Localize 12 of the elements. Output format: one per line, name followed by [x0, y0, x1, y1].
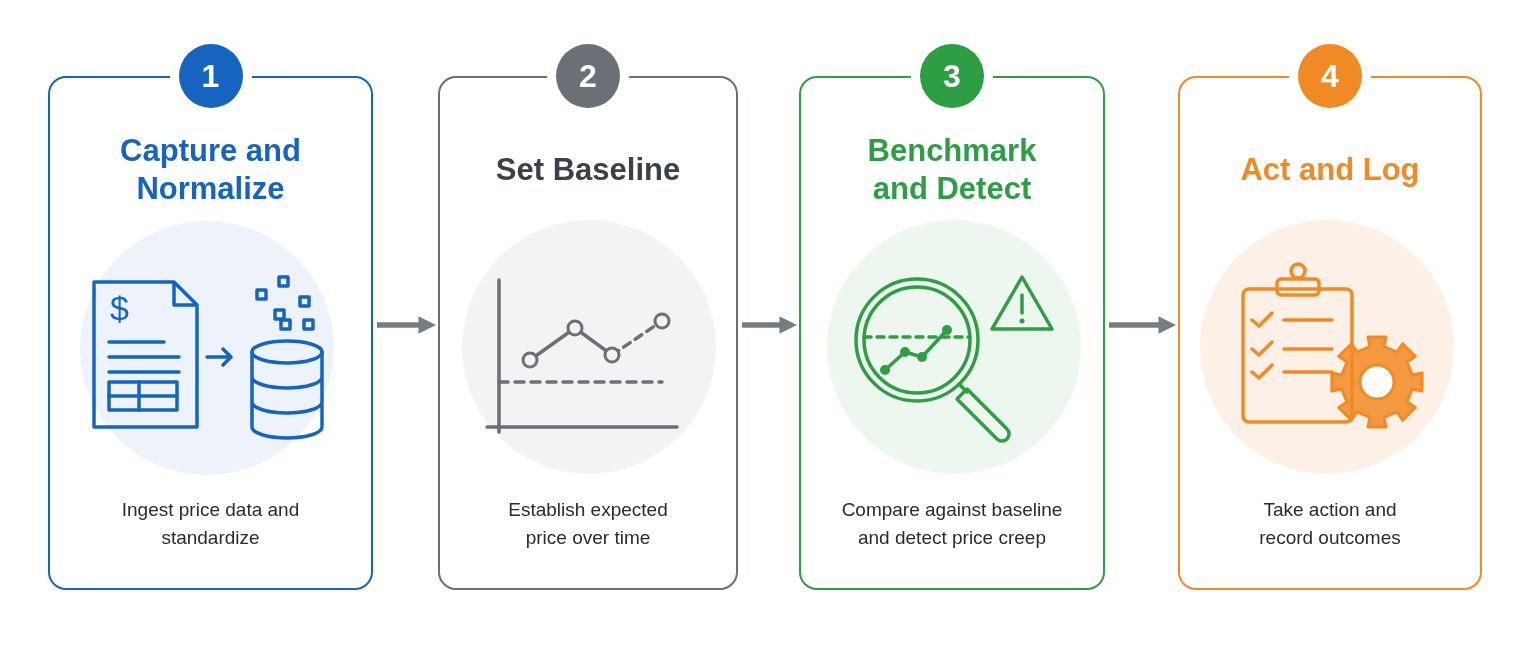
step-description: Establish expected price over time: [507, 498, 669, 550]
step-description: Ingest price data and standardize: [120, 498, 301, 550]
step-description: Compare against baseline and detect price creep: [840, 498, 1064, 550]
step-title: Benchmark and Detect: [866, 132, 1038, 208]
arrow: [1109, 316, 1177, 334]
step-title: Act and Log: [1240, 151, 1420, 189]
currency-symbol: $: [110, 290, 129, 326]
step-title: Set Baseline: [495, 151, 681, 189]
arrow: [377, 316, 437, 334]
step-description: Take action and record outcomes: [1258, 498, 1402, 550]
step-title: Capture and Normalize: [119, 132, 302, 208]
arrow: [742, 316, 798, 334]
